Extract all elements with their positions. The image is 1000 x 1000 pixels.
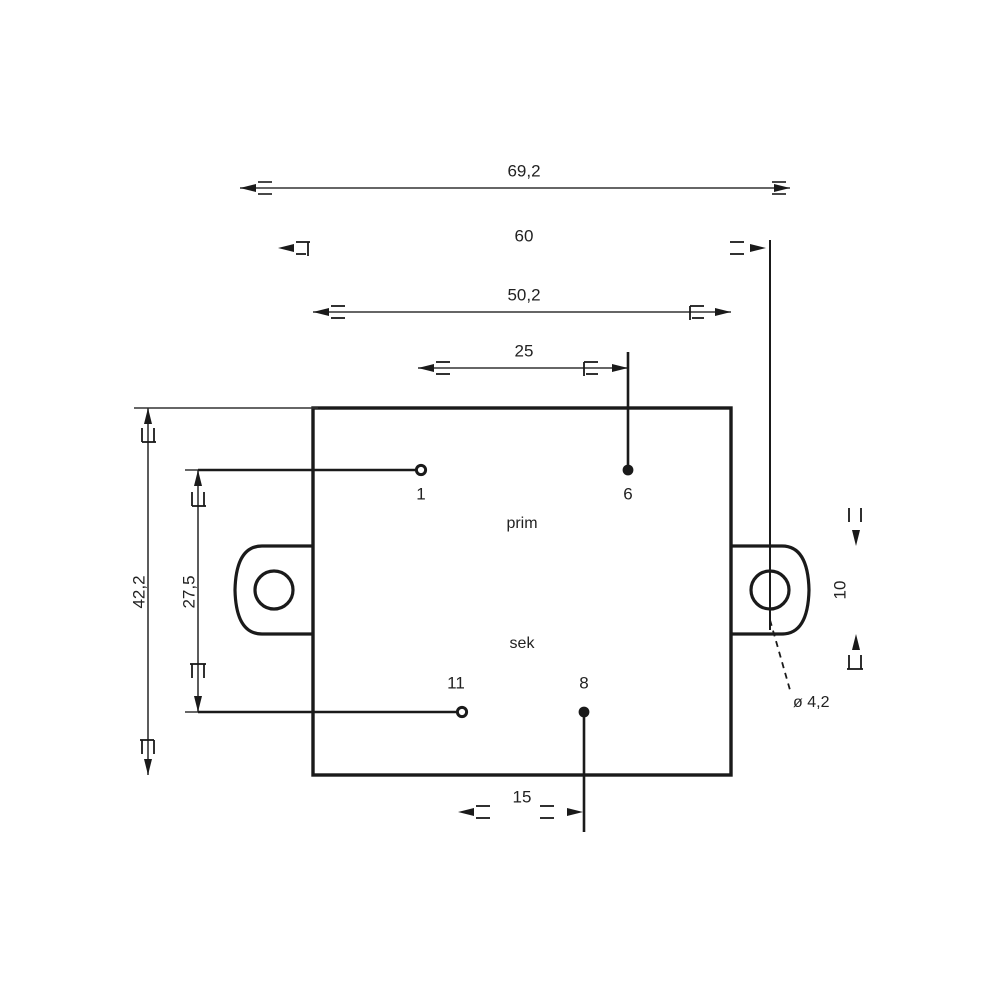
transformer-body-outline (311, 406, 733, 777)
left-mounting-hole (253, 569, 295, 611)
pin-row-spacing-label: 27,5 (179, 575, 198, 608)
hole-diameter-label: ø 4,2 (793, 694, 830, 711)
pin8-marker (578, 706, 590, 718)
arrow-top-tab-height (852, 530, 860, 546)
hole-span-label: 60 (515, 226, 534, 245)
arrow-left-body-width (313, 308, 329, 316)
left-mounting-tab (233, 544, 313, 636)
arrow-bottom-pin-row-spacing (194, 696, 202, 712)
arrow-right-pin-offset-bottom (567, 808, 583, 816)
pin6-number-label: 6 (623, 484, 632, 503)
arrow-right-hole-span (750, 244, 766, 252)
arrow-right-pin-offset-h (612, 364, 628, 372)
pin11-marker (455, 705, 469, 719)
right-mounting-tab (731, 544, 811, 636)
primary-winding-label: prim (506, 515, 537, 532)
pin1-marker (414, 463, 428, 477)
arrow-right-overall-width (774, 184, 790, 192)
arrow-left-pin-offset-h (418, 364, 434, 372)
arrow-bottom-tab-height (852, 634, 860, 650)
pin-offset-bottom-label: 15 (513, 787, 532, 806)
arrow-top-pin-row-spacing (194, 470, 202, 486)
arrow-bottom-overall-height (144, 759, 152, 775)
tab-height-label: 10 (830, 581, 849, 600)
overall-width-label: 69,2 (507, 161, 540, 180)
arrow-right-body-width (715, 308, 731, 316)
overall-height-label: 42,2 (129, 575, 148, 608)
pin1-number-label: 1 (416, 484, 425, 503)
pin-offset-h-label: 25 (515, 341, 534, 360)
arrow-left-hole-span (278, 244, 294, 252)
arrow-left-overall-width (240, 184, 256, 192)
pin11-number-label: 11 (447, 673, 465, 692)
body-width-label: 50,2 (507, 285, 540, 304)
hole-diameter-leader (769, 619, 791, 691)
arrow-left-pin-offset-bottom (458, 808, 474, 816)
pin8-number-label: 8 (579, 673, 588, 692)
arrow-top-overall-height (144, 408, 152, 424)
secondary-winding-label: sek (510, 635, 536, 652)
pin6-marker (622, 464, 634, 476)
